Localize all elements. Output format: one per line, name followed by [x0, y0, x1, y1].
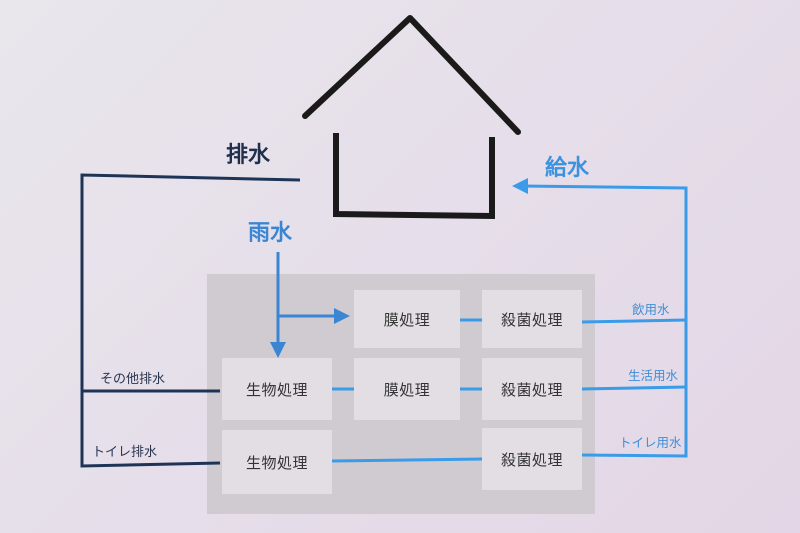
drinking-water-label: 飲用水: [632, 302, 670, 317]
drain-line-main: [80, 173, 301, 468]
house-roof: [302, 15, 521, 135]
drain-label: 排水: [226, 143, 271, 168]
domestic-water-label: 生活用水: [628, 368, 679, 383]
supply-line-main: [521, 184, 688, 458]
sterilize-box-row2: 殺菌処理: [482, 358, 582, 420]
rain-label: 雨水: [248, 221, 293, 246]
conn-r3: [329, 457, 485, 463]
other-drain-label: その他排水: [100, 372, 166, 387]
sterilize-box-row3: 殺菌処理: [482, 428, 582, 490]
toilet-water-label: トイレ用水: [619, 435, 682, 450]
bio-box-row2: 生物処理: [222, 358, 332, 420]
rain-arrowhead-down: [270, 342, 286, 358]
membrane-box-row1: 膜処理: [354, 290, 460, 348]
bio-box-row3: 生物処理: [222, 430, 332, 494]
supply-label: 給水: [545, 156, 590, 181]
house-body: [333, 133, 495, 220]
toilet-drain-label: トイレ排水: [92, 445, 158, 460]
sterilize-box-row1: 殺菌処理: [482, 290, 582, 348]
supply-arrowhead: [512, 178, 528, 194]
supply-line-domestic: [580, 385, 687, 391]
rain-arrowhead-right: [334, 308, 350, 324]
membrane-box-row2: 膜処理: [354, 358, 460, 420]
supply-line-drinking: [580, 318, 687, 324]
